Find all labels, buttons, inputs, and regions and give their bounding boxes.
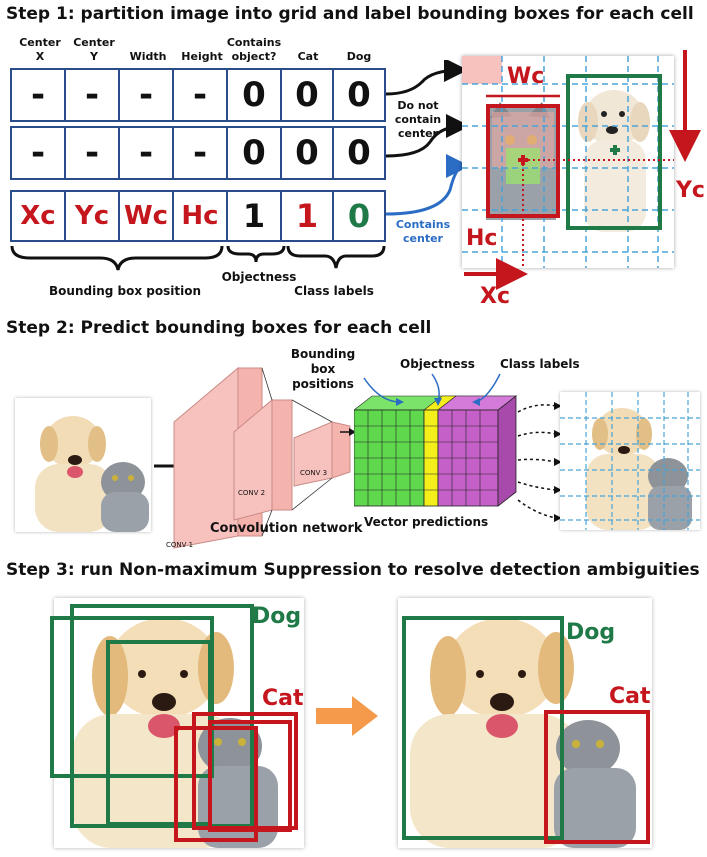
output-arrows (516, 396, 566, 536)
grid-axis-arrows (460, 40, 706, 290)
header-height: Height (176, 50, 228, 64)
cell: - (66, 70, 120, 120)
cube-label-arrows (360, 368, 510, 412)
header-cat: Cat (284, 50, 332, 64)
arrow-row-1 (386, 70, 462, 94)
braces (0, 240, 400, 310)
brace-label-objectness: Objectness (218, 270, 300, 285)
after-cat-label: Cat (609, 684, 651, 709)
output-grid-image (560, 392, 700, 530)
cell: 0 (334, 128, 384, 178)
cell: 0 (334, 70, 384, 120)
cell-xc: Xc (12, 192, 66, 240)
cell-cat: 1 (282, 192, 334, 240)
label-row-3: Xc Yc Wc Hc 1 1 0 (10, 190, 386, 242)
conv-network-label: Convolution network (210, 521, 363, 536)
nms-arrow-icon (314, 694, 380, 738)
before-cat-label: Cat (262, 686, 304, 711)
column-headers: Center X Center Y Width Height Contains … (14, 36, 384, 66)
objectness-brace (228, 246, 284, 262)
cell: - (174, 70, 228, 120)
step3-title: Step 3: run Non-maximum Suppression to r… (6, 560, 700, 580)
label-do-not-contain: Do not contain center (390, 99, 446, 141)
vector-predictions-label: Vector predictions (364, 515, 488, 529)
brace-label-class: Class labels (282, 284, 386, 299)
cell-hc: Hc (174, 192, 228, 240)
step1-title: Step 1: partition image into grid and la… (6, 4, 694, 24)
position-brace (12, 246, 222, 270)
cell-objectness: 1 (228, 192, 282, 240)
cell: 0 (228, 128, 282, 178)
arrow-row-3 (386, 166, 464, 214)
cell: - (120, 128, 174, 178)
input-image (15, 398, 151, 532)
conv3-label: CONV 3 (300, 469, 327, 477)
cell: - (12, 128, 66, 178)
cell: - (120, 70, 174, 120)
label-contains-center: Contains center (392, 218, 454, 246)
header-width: Width (122, 50, 174, 64)
cell-yc: Yc (66, 192, 120, 240)
brace-label-position: Bounding box position (20, 284, 230, 299)
cell: - (66, 128, 120, 178)
cell: 0 (228, 70, 282, 120)
class-brace (288, 246, 384, 268)
conv1-label: CONV 1 (166, 541, 193, 549)
class-labels-label: Class labels (500, 357, 580, 371)
header-center-x: Center X (14, 36, 66, 64)
cell: 0 (282, 70, 334, 120)
label-row-2: - - - - 0 0 0 (10, 126, 386, 180)
step2-title: Step 2: Predict bounding boxes for each … (6, 318, 431, 338)
header-contains-object: Contains object? (226, 36, 282, 64)
bbox-positions-label: Bounding box positions (280, 347, 366, 392)
conv2-label: CONV 2 (238, 489, 265, 497)
header-center-y: Center Y (68, 36, 120, 64)
cell: 0 (282, 128, 334, 178)
cell: - (12, 70, 66, 120)
label-row-1: - - - - 0 0 0 (10, 68, 386, 122)
cell-wc: Wc (120, 192, 174, 240)
vector-cube (354, 394, 524, 514)
cell-dog: 0 (334, 192, 384, 240)
before-dog-label: Dog (252, 604, 301, 629)
after-dog-label: Dog (566, 620, 615, 645)
cell: - (174, 128, 228, 178)
header-dog: Dog (334, 50, 384, 64)
before-nms-boxes (50, 598, 310, 852)
